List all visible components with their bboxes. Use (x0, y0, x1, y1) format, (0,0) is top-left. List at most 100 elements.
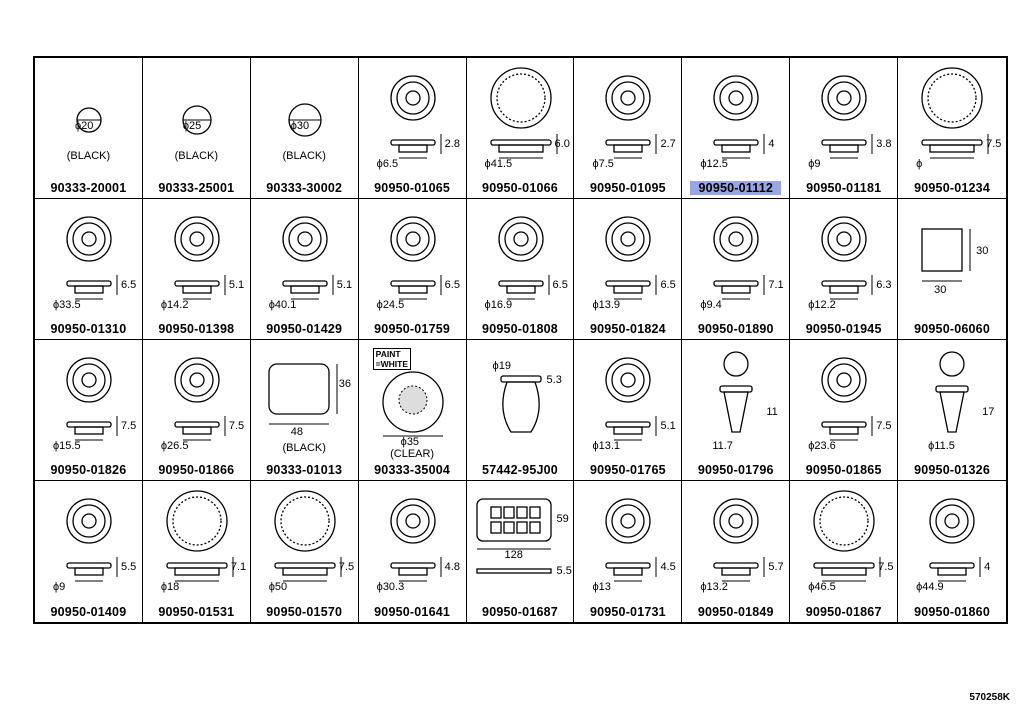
part-drawing (489, 67, 558, 159)
part-drawing (174, 216, 226, 300)
top-view-outer (282, 216, 328, 262)
diameter-label: ϕ12.5 (700, 158, 728, 170)
plug-top-view (939, 351, 965, 377)
part-number: 90950-01765 (589, 463, 666, 477)
side-view-flange (821, 421, 867, 428)
part-number: 90950-01687 (482, 605, 558, 619)
part-drawing (605, 216, 657, 300)
part-drawing (713, 216, 765, 300)
top-view-outer (390, 75, 436, 121)
top-view-ring (611, 81, 646, 115)
diameter-label: ϕ44.9 (916, 581, 944, 593)
diameter-label: ϕ41.5 (484, 158, 513, 170)
side-view-body (829, 426, 859, 435)
part-cell[interactable]: ϕ20(BLACK)90333-20001 (35, 58, 143, 199)
top-view-outer (921, 67, 983, 129)
part-cell[interactable]: ϕ25(BLACK)90333-25001 (142, 58, 251, 199)
side-view-flange (821, 139, 867, 146)
height-label: 6.5 (552, 279, 568, 291)
part-number: 90950-01531 (158, 605, 235, 619)
side-view-flange (713, 139, 759, 146)
top-view-hole (405, 513, 421, 529)
part-cell[interactable]: ϕ30(BLACK)90333-30002 (250, 58, 359, 199)
part-number: 90950-01234 (914, 181, 990, 195)
side-view-body (821, 567, 867, 576)
height-label: 7.1 (230, 561, 247, 573)
part-number: 90950-01796 (697, 463, 774, 477)
height-label: 7.5 (876, 420, 892, 432)
top-view-ring (719, 222, 753, 256)
height-label: 6.3 (876, 279, 892, 291)
part-number: 90950-01326 (914, 463, 990, 477)
height-label: 5.1 (336, 279, 353, 291)
side-view-body (929, 144, 975, 153)
height-label: 7.1 (768, 279, 784, 291)
part-number: 90950-01570 (266, 605, 343, 619)
top-view-outer (166, 490, 228, 552)
part-drawing (76, 107, 102, 133)
side-view-flange (174, 280, 220, 287)
top-view-hole (620, 372, 637, 388)
height-label: 7.5 (986, 138, 1002, 150)
part-number: 90950-01066 (482, 181, 558, 195)
top-view-ring (180, 222, 214, 256)
diameter-label: ϕ30 (290, 120, 310, 132)
part-number: 90950-01310 (50, 322, 127, 336)
part-drawing (921, 228, 971, 282)
height-label: 59 (556, 513, 569, 525)
color-note: (BLACK) (282, 442, 326, 454)
part-number: 90950-01808 (482, 322, 558, 336)
plug-head (719, 385, 753, 393)
top-view-ring (72, 504, 106, 538)
height-label: 7.5 (121, 420, 137, 432)
side-view-body (505, 285, 536, 294)
diameter-label: ϕ25 (182, 120, 202, 132)
top-view-ring (72, 222, 106, 256)
top-view-ring (396, 504, 430, 538)
side-view-body (721, 567, 751, 576)
top-view-ring (495, 73, 546, 123)
part-drawing (66, 216, 118, 300)
part-number: 90950-01866 (158, 463, 235, 477)
part-drawing (929, 498, 981, 582)
top-view-outer (605, 498, 652, 544)
top-view-hole (836, 231, 852, 247)
top-view-outer (174, 357, 220, 403)
top-view-hole (728, 231, 744, 247)
part-drawing (719, 351, 753, 433)
